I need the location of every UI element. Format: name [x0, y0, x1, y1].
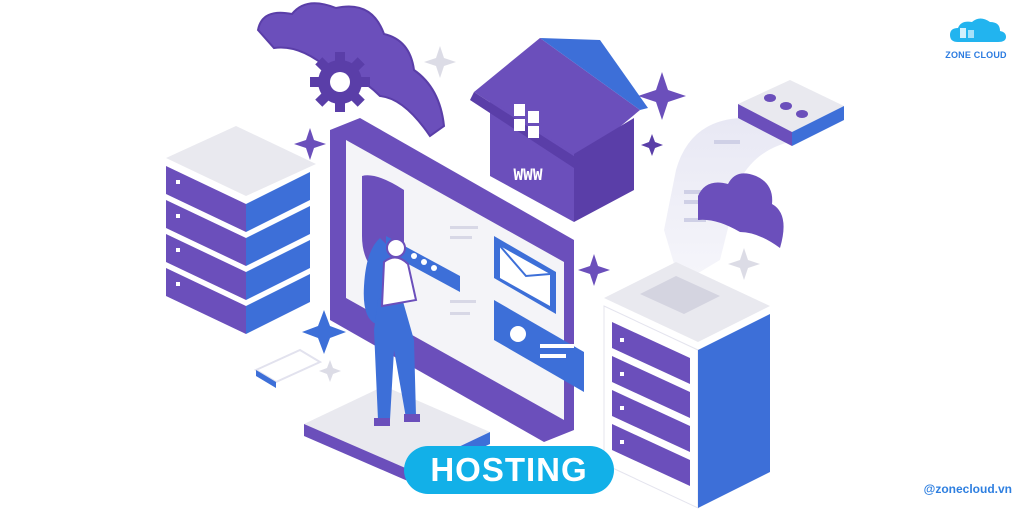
- person-illustration: [363, 238, 420, 426]
- sparkle-icon: [319, 46, 760, 382]
- monitor: [330, 118, 584, 442]
- email-icon: [494, 236, 556, 314]
- server-rack-right: [603, 262, 770, 509]
- house-icon: WWW: [470, 38, 648, 222]
- brand-logo: ZONE CLOUD: [936, 16, 1016, 64]
- document-icon: [253, 348, 323, 388]
- hosting-label: HOSTING: [430, 451, 588, 488]
- sparkle-icon: [294, 72, 686, 354]
- social-handle: @zonecloud.vn: [923, 482, 1012, 496]
- hosting-badge: HOSTING: [404, 446, 614, 494]
- brand-name: ZONE CLOUD: [945, 50, 1007, 60]
- profile-card-icon: [494, 300, 584, 392]
- server-rack-left: [166, 126, 316, 334]
- cloud-logo-icon: [950, 18, 1006, 42]
- cloud-icon: [698, 173, 784, 248]
- www-label: WWW: [514, 165, 543, 184]
- gear-icon: [310, 52, 370, 112]
- printer-device: [738, 80, 844, 146]
